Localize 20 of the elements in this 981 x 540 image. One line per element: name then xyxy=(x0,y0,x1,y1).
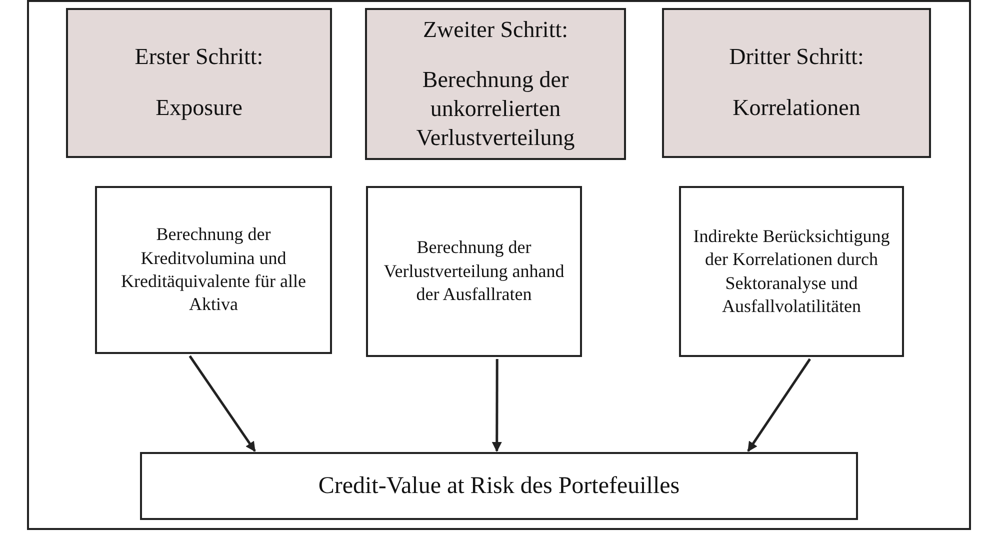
arrow xyxy=(747,358,811,452)
arrow xyxy=(188,355,256,452)
result-box xyxy=(140,452,858,520)
step-heading: Zweiter Schritt: xyxy=(423,16,568,44)
process-box xyxy=(679,186,904,357)
step-box xyxy=(66,8,332,158)
step-text: Berechnung der unkorrelierten Verlustverteilung xyxy=(415,66,576,152)
process-box xyxy=(366,186,582,357)
step-text: Credit-Value at Risk des Portefeuilles xyxy=(318,472,680,500)
step-text: Berechnung der Verlustverteilung anhand der Ausfallraten xyxy=(382,236,566,306)
step-heading: Dritter Schritt: xyxy=(729,43,864,72)
arrow xyxy=(492,359,502,452)
step-text: Exposure xyxy=(156,94,242,122)
step-box xyxy=(662,8,931,158)
step-heading: Erster Schritt: xyxy=(134,43,264,72)
step-text: Indirekte Berücksichtigung der Korrelationen durch Sektoranalyse und Ausfallvolatilitäten xyxy=(692,224,891,318)
process-box xyxy=(95,186,332,354)
step-box xyxy=(365,8,626,160)
step-text: Berechnung der Kreditvolumina und Kreditäquivalente für alle Aktiva xyxy=(120,223,307,316)
step-text: Korrelationen xyxy=(732,94,860,122)
